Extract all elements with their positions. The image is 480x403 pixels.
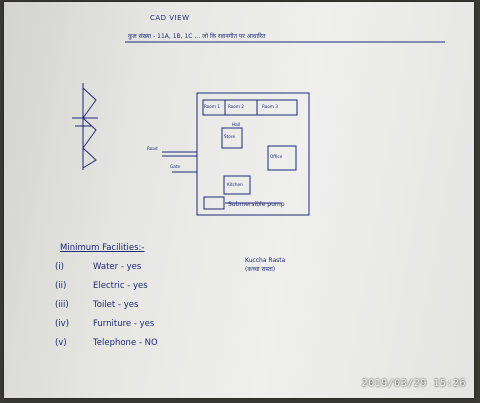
list-item: (v) Telephone - NO <box>55 338 255 357</box>
facilities-list: (i) Water - yes (ii) Electric - yes (iii… <box>55 262 255 357</box>
plot-label: Office <box>270 154 283 159</box>
room-3 <box>256 99 298 116</box>
item-text: Furniture - yes <box>93 319 155 329</box>
pump-box <box>203 196 225 210</box>
facilities-title: Minimum Facilities:- <box>60 243 145 253</box>
item-number: (i) <box>55 262 64 272</box>
paper-sheet <box>4 2 474 398</box>
item-number: (iv) <box>55 319 70 329</box>
list-item: (iv) Furniture - yes <box>55 319 255 338</box>
photo-timestamp: 2019/03/29 15:26 <box>361 378 466 389</box>
list-item: (i) Water - yes <box>55 262 255 281</box>
item-number: (ii) <box>55 281 67 291</box>
item-text: Electric - yes <box>93 281 148 291</box>
plot-boundary <box>196 92 310 216</box>
side-note: Kuccha Rasta (कच्चा रास्ता) <box>245 256 285 274</box>
item-text: Toilet - yes <box>93 300 139 310</box>
item-text: Water - yes <box>93 262 142 272</box>
store-block <box>221 127 243 149</box>
note-line-1: Kuccha Rasta <box>245 257 286 264</box>
plot-label: Room 3 <box>262 104 278 109</box>
elevation-zigzag <box>82 87 97 169</box>
plot-label: Kitchen <box>227 182 243 187</box>
kitchen-block <box>223 175 251 195</box>
plot-label: Road <box>147 146 158 151</box>
list-item: (iii) Toilet - yes <box>55 300 255 319</box>
list-item: (ii) Electric - yes <box>55 281 255 300</box>
sheet-subtitle: कुल संख्या - 11A, 1B, 1C ... जो कि रवानग… <box>128 33 266 40</box>
item-text: Telephone - NO <box>93 338 158 348</box>
item-number: (iii) <box>55 300 69 310</box>
plot-label: Room 2 <box>228 104 244 109</box>
item-number: (v) <box>55 338 67 348</box>
plot-label: Room 1 <box>204 104 220 109</box>
plot-label: Hall <box>232 122 240 127</box>
sheet-title: CAD VIEW <box>150 14 190 22</box>
office-block <box>267 145 297 171</box>
note-line-2: (कच्चा रास्ता) <box>245 266 276 273</box>
pump-label: Submersible pump <box>228 201 285 208</box>
plot-label: Store <box>224 134 235 139</box>
plot-label: Gate <box>170 164 180 169</box>
